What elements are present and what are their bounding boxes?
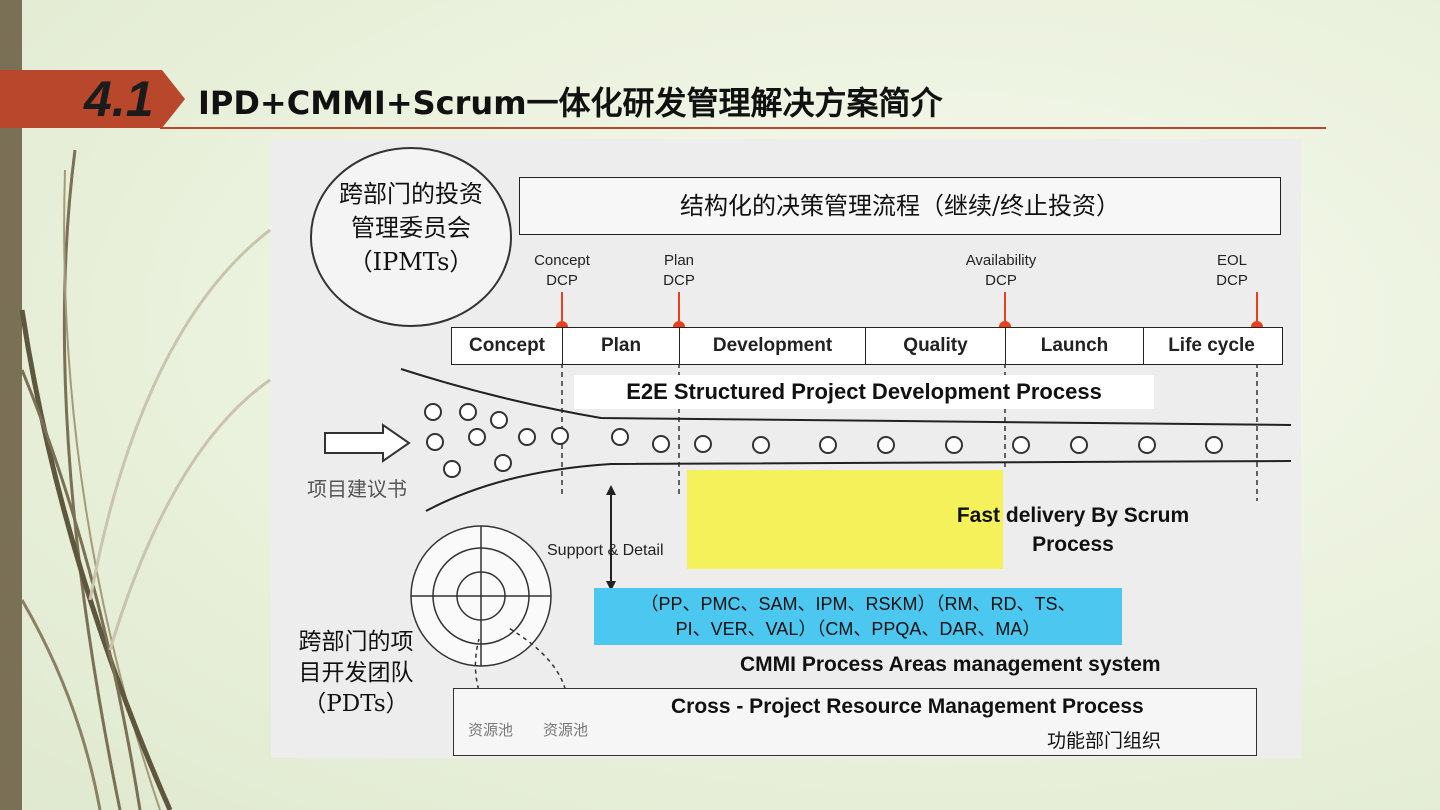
scrum-title: Fast delivery By Scrum Process: [933, 501, 1213, 559]
ipd-diagram: 跨部门的投资 管理委员会 （IPMTs） 结构化的决策管理流程（继续/终止投资）…: [271, 139, 1301, 758]
dcp-sub: DCP: [985, 272, 1017, 289]
scrum-line2: Process: [1032, 533, 1114, 556]
dcp-label: Availability: [965, 252, 1037, 269]
pdt-line1: 跨部门的项: [298, 629, 414, 655]
dcp-eol: EOL DCP: [1182, 251, 1282, 291]
cmmi-title: CMMI Process Areas management system: [740, 653, 1161, 676]
resource-pool-label: 资源池: [468, 721, 514, 739]
resource-pool-label: 资源池: [543, 721, 589, 739]
scrum-illustration-box: [687, 470, 1003, 569]
pdt-label: 跨部门的项 目开发团队 （PDTs）: [271, 627, 441, 720]
phase-life-cycle: Life cycle: [1168, 335, 1255, 356]
ipmt-label: 跨部门的投资 管理委员会 （IPMTs）: [311, 177, 511, 279]
dcp-label: Plan: [663, 252, 695, 269]
dcp-label: Concept: [534, 252, 590, 269]
dcp-concept: Concept DCP: [512, 251, 612, 291]
phase-development: Development: [680, 328, 866, 364]
decision-process-header: 结构化的决策管理流程（继续/终止投资）: [519, 177, 1281, 235]
ipmt-line2: 管理委员会: [351, 214, 471, 242]
cmmi-areas-box: （PP、PMC、SAM、IPM、RSKM）（RM、RD、TS、 PI、VER、V…: [594, 588, 1122, 645]
ipmt-line3: （IPMTs）: [348, 248, 474, 276]
e2e-process-label: E2E Structured Project Development Proce…: [574, 375, 1154, 409]
resource-title: Cross - Project Resource Management Proc…: [671, 695, 1144, 718]
phase-concept: Concept: [452, 328, 563, 364]
support-detail-label: Support & Detail: [547, 542, 664, 559]
page-title: IPD+CMMI+Scrum一体化研发管理解决方案简介: [198, 84, 943, 122]
pdt-line2: 目开发团队: [298, 660, 414, 686]
phase-quality: Quality: [866, 328, 1006, 364]
dcp-availability: Availability DCP: [951, 251, 1051, 291]
dcp-plan: Plan DCP: [629, 251, 729, 291]
dcp-sub: DCP: [663, 272, 695, 289]
resource-subtitle: 功能部门组织: [1047, 730, 1162, 752]
title-underline: [160, 127, 1326, 129]
cmmi-line2: PI、VER、VAL）（CM、PPQA、DAR、MA）: [675, 619, 1041, 639]
phase-plan: Plan: [563, 328, 680, 364]
dcp-label: EOL: [1216, 252, 1247, 269]
decorative-leaves: [19, 149, 271, 810]
pdt-line3: （PDTs）: [303, 691, 409, 717]
dcp-sub: DCP: [1216, 272, 1248, 289]
scrum-line1: Fast delivery By Scrum: [956, 504, 1190, 527]
side-strip: [0, 0, 22, 810]
resource-management-box: [453, 688, 1257, 756]
cmmi-line1: （PP、PMC、SAM、IPM、RSKM）（RM、RD、TS、: [640, 594, 1076, 614]
section-number: 4.1: [84, 71, 154, 127]
ipmt-line1: 跨部门的投资: [339, 180, 483, 208]
dcp-sub: DCP: [546, 272, 578, 289]
title-number-banner: [0, 70, 185, 128]
project-proposal-label: 项目建议书: [307, 477, 407, 501]
phase-row: Concept Plan Development Quality Launch …: [451, 327, 1283, 365]
phase-launch: Launch: [1006, 328, 1144, 364]
